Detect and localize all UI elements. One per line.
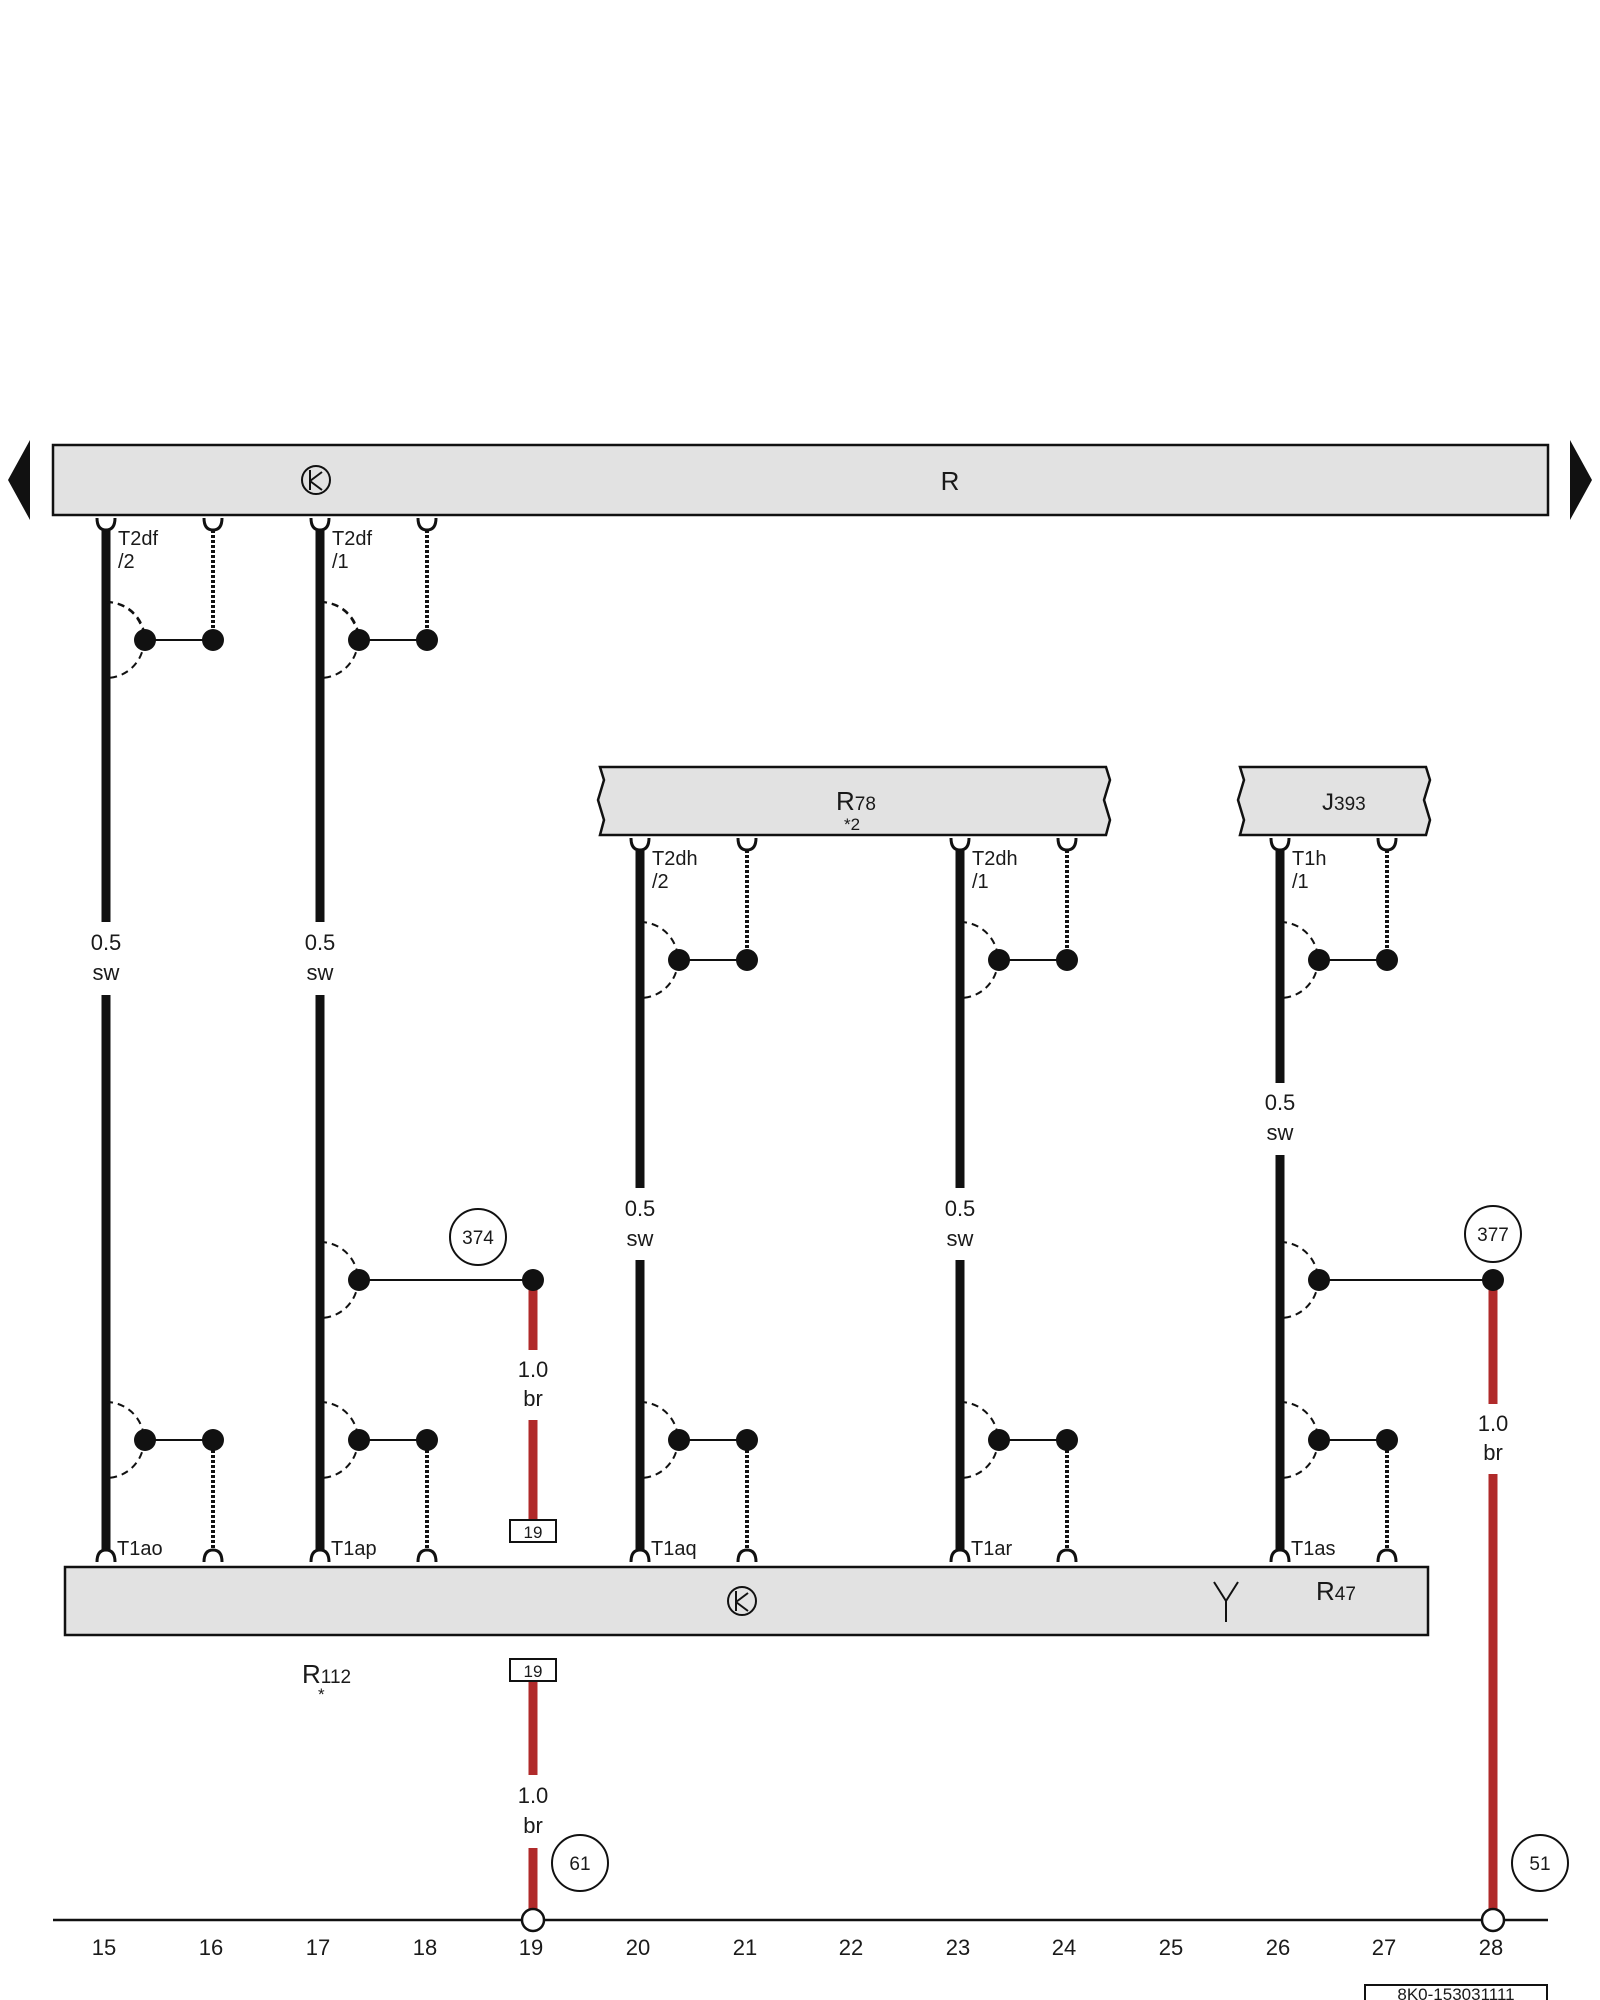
- connector-t2df-1: T2df: [332, 528, 372, 550]
- component-r112-label: R112: [302, 1659, 351, 1689]
- column-number: 20: [626, 1935, 650, 1960]
- speaker-symbol-bottom: [727, 1586, 757, 1616]
- connector-box-19-bottom: [509, 1658, 557, 1682]
- column-number: 17: [306, 1935, 330, 1960]
- svg-text:61: 61: [569, 1854, 590, 1875]
- wire-col19-bottom-color: br: [523, 1813, 543, 1838]
- wire-col15-color: sw: [93, 960, 120, 985]
- svg-text:374: 374: [462, 1228, 494, 1249]
- component-r78-note: *2: [844, 815, 860, 834]
- connector-t1h-1-pin: /1: [1292, 871, 1309, 893]
- connector-t1ao: T1ao: [117, 1538, 163, 1560]
- column-number: 26: [1266, 1935, 1290, 1960]
- wire-col28-color: br: [1483, 1440, 1503, 1465]
- ref-circle-374[interactable]: 374: [449, 1208, 507, 1266]
- component-r-top-label: R: [941, 466, 960, 496]
- svg-text:377: 377: [1477, 1225, 1509, 1246]
- connector-t2df-1-pin: /1: [332, 551, 349, 573]
- connector-t1as: T1as: [1291, 1538, 1335, 1560]
- wire-col17-gauge: 0.5: [305, 930, 336, 955]
- document-code: 8K0-153031111: [1397, 1985, 1514, 2000]
- column-number: 19: [519, 1935, 543, 1960]
- column-number: 23: [946, 1935, 970, 1960]
- next-page-arrow[interactable]: [1570, 440, 1592, 520]
- svg-text:51: 51: [1529, 1854, 1550, 1875]
- junction-dots: [134, 629, 1504, 1451]
- wire-col23-gauge: 0.5: [945, 1196, 976, 1221]
- connector-t2dh-2: T2dh: [652, 848, 698, 870]
- connector-box-19-top-label: 19: [524, 1523, 543, 1542]
- column-number: 25: [1159, 1935, 1183, 1960]
- ground-point-19: [520, 1907, 546, 1933]
- speaker-symbol-top: [301, 465, 331, 495]
- ref-circle-377[interactable]: 377: [1464, 1205, 1522, 1263]
- component-j393: [1236, 765, 1432, 837]
- ground-point-28: [1480, 1907, 1506, 1933]
- component-r47: [63, 1565, 1430, 1637]
- ref-circle-51[interactable]: 51: [1511, 1834, 1569, 1892]
- component-r47-label: R47: [1316, 1576, 1356, 1606]
- column-numbers: 15 16 17 18 19 20 21 22 23 24 25 26 27 2…: [92, 1935, 1503, 1960]
- document-code-box: [1364, 1984, 1548, 2000]
- connector-t2dh-2-pin: /2: [652, 871, 669, 893]
- pin-symbols-top: [95, 517, 1398, 852]
- ref-circle-61[interactable]: 61: [551, 1834, 609, 1892]
- component-r-top: [51, 443, 1550, 517]
- column-number: 18: [413, 1935, 437, 1960]
- wire-col20-gauge: 0.5: [625, 1196, 656, 1221]
- column-number: 15: [92, 1935, 116, 1960]
- wire-col19-top-gauge: 1.0: [518, 1357, 549, 1382]
- wire-col26-color: sw: [1267, 1120, 1294, 1145]
- connector-t1h-1: T1h: [1292, 848, 1326, 870]
- wire-col17-color: sw: [307, 960, 334, 985]
- wire-col28-gauge: 1.0: [1478, 1411, 1509, 1436]
- column-number: 21: [733, 1935, 757, 1960]
- connector-t2df-2: T2df: [118, 528, 158, 550]
- connector-t1aq: T1aq: [651, 1538, 697, 1560]
- column-number: 27: [1372, 1935, 1396, 1960]
- connector-box-19-bottom-label: 19: [524, 1662, 543, 1681]
- connector-box-19-top: [509, 1519, 557, 1543]
- column-number: 28: [1479, 1935, 1503, 1960]
- column-number: 16: [199, 1935, 223, 1960]
- wire-col20-color: sw: [627, 1226, 654, 1251]
- wire-col15-gauge: 0.5: [91, 930, 122, 955]
- connector-t2dh-1-pin: /1: [972, 871, 989, 893]
- wire-col26-gauge: 0.5: [1265, 1090, 1296, 1115]
- component-j393-label: J393: [1322, 789, 1366, 816]
- pin-symbols-bottom: [95, 1548, 1398, 1563]
- prev-page-arrow[interactable]: [8, 440, 30, 520]
- component-r78-label: R78: [836, 786, 876, 816]
- column-number: 22: [839, 1935, 863, 1960]
- connector-t2df-2-pin: /2: [118, 551, 135, 573]
- connector-t1ap: T1ap: [331, 1538, 377, 1560]
- antenna-symbol: [1213, 1581, 1239, 1622]
- wire-col23-color: sw: [947, 1226, 974, 1251]
- wire-col19-bottom-gauge: 1.0: [518, 1783, 549, 1808]
- connector-t1ar: T1ar: [971, 1538, 1012, 1560]
- wire-col19-top-color: br: [523, 1386, 543, 1411]
- connector-t2dh-1: T2dh: [972, 848, 1018, 870]
- component-r112-note: *: [318, 1685, 325, 1704]
- column-number: 24: [1052, 1935, 1076, 1960]
- component-r78: [596, 765, 1112, 837]
- shield-assemblies: [105, 530, 1493, 1550]
